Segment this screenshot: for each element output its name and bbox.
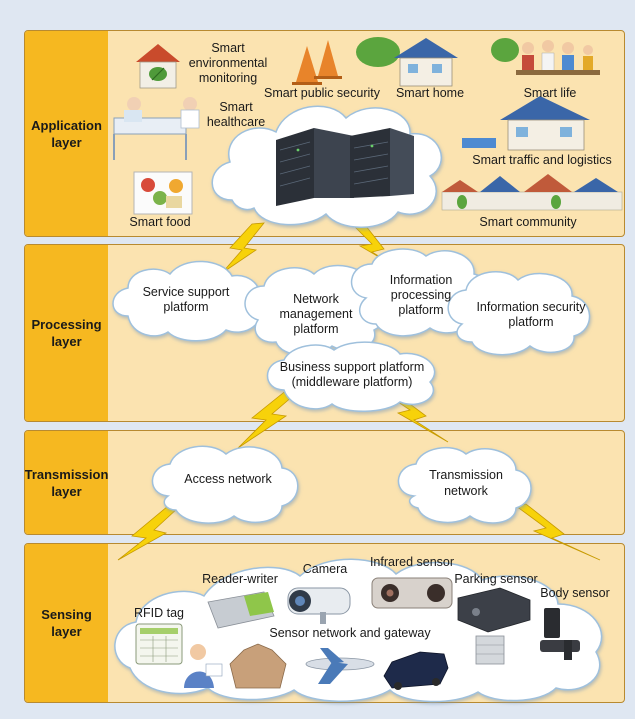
smart-env-label-3: monitoring: [199, 71, 257, 85]
smart-home-icon: [356, 37, 458, 87]
service-support-label-1: Service support: [143, 285, 230, 299]
sensor-network-gateway-label: Sensor network and gateway: [269, 626, 431, 640]
lightning-icon: [117, 505, 179, 561]
info-processing-label-1: Information: [390, 273, 453, 287]
info-processing-label-2: processing: [391, 288, 451, 302]
svg-text:Smart: Smart: [219, 100, 253, 114]
reader-writer-icon: [207, 591, 275, 629]
smart-community-houses-icon: [441, 174, 623, 211]
smart-healthcare-label-1: Smart: [219, 100, 253, 114]
lightning-icon: [515, 503, 601, 561]
smart-healthcare-label-2: healthcare: [207, 115, 265, 129]
person-reading-icon: [184, 644, 223, 688]
service-support-cloud: [112, 260, 261, 342]
smart-food-icon: [133, 171, 193, 215]
smart-public-security-label: Smart public security: [264, 86, 381, 100]
smart-environment-icon: [136, 44, 180, 89]
svg-text:Network: Network: [293, 292, 340, 306]
processing-layer-label: Processing layer: [31, 317, 102, 349]
sensing-layer-tab: Sensing layer: [25, 544, 108, 702]
application-layer-tab: Application layer: [25, 31, 108, 236]
hospital-bed-icon: [113, 97, 200, 160]
svg-text:environmental: environmental: [189, 56, 268, 70]
info-security-label-2: platform: [508, 315, 553, 329]
smart-community-label: Smart community: [479, 215, 577, 229]
network-mgmt-label-1: Network: [293, 292, 340, 306]
rfid-tag-label: RFID tag: [134, 606, 184, 620]
jacket-icon: [229, 643, 287, 689]
lightning-icon: [221, 222, 265, 274]
transmission-network-label-2: network: [444, 484, 489, 498]
svg-text:platform: platform: [293, 322, 338, 336]
car-icon: [383, 651, 449, 690]
access-network-label: Access network: [184, 472, 272, 486]
svg-text:Business support platform: Business support platform: [280, 360, 425, 374]
camera-icon: [287, 587, 351, 624]
infrared-sensor-icon: [371, 577, 453, 609]
body-sensor-icon: [540, 608, 580, 660]
smart-home-label: Smart home: [396, 86, 464, 100]
parking-sensor-icon: [457, 587, 531, 665]
svg-text:management: management: [280, 307, 353, 321]
traffic-cones-icon: [292, 40, 342, 85]
information-security-cloud: [447, 271, 591, 356]
lightning-bolts: [117, 220, 601, 561]
svg-text:Information security: Information security: [476, 300, 586, 314]
smart-env-label-2: environmental: [189, 56, 268, 70]
svg-text:Information: Information: [390, 273, 453, 287]
smart-traffic-house-icon: [462, 96, 590, 151]
parking-sensor-label: Parking sensor: [454, 572, 537, 586]
info-processing-label-3: platform: [398, 303, 443, 317]
camera-label: Camera: [303, 562, 348, 576]
svg-text:platform: platform: [398, 303, 443, 317]
svg-text:Smart: Smart: [211, 41, 245, 55]
svg-text:healthcare: healthcare: [207, 115, 265, 129]
network-mgmt-label-3: platform: [293, 322, 338, 336]
business-support-label-2: (middleware platform): [292, 375, 413, 389]
svg-text:Transmission: Transmission: [429, 468, 503, 482]
info-security-label-1: Information security: [476, 300, 586, 314]
server-rack-icon: [276, 128, 414, 206]
airplane-icon: [305, 648, 375, 684]
transmission-network-label-1: Transmission: [429, 468, 503, 482]
service-support-label-2: platform: [163, 300, 208, 314]
lightning-icon: [237, 388, 301, 449]
network-mgmt-label-2: management: [280, 307, 353, 321]
svg-text:platform: platform: [163, 300, 208, 314]
reader-writer-label: Reader-writer: [202, 572, 278, 586]
svg-text:monitoring: monitoring: [199, 71, 257, 85]
smart-env-label-1: Smart: [211, 41, 245, 55]
smart-food-label: Smart food: [129, 215, 190, 229]
svg-text:platform: platform: [508, 315, 553, 329]
rfid-tag-icon: [135, 623, 183, 665]
business-support-cloud: [266, 341, 436, 412]
smart-traffic-label: Smart traffic and logistics: [472, 153, 611, 167]
body-sensor-label: Body sensor: [540, 586, 609, 600]
sensing-layer-label: Sensing layer: [41, 607, 92, 639]
smart-life-label: Smart life: [524, 86, 577, 100]
smart-life-people-icon: [491, 38, 600, 75]
transmission-network-cloud: [397, 446, 532, 524]
application-layer-label: Application layer: [31, 117, 102, 150]
svg-text:network: network: [444, 484, 489, 498]
business-support-label-1: Business support platform: [280, 360, 425, 374]
infrared-sensor-label: Infrared sensor: [370, 555, 454, 569]
access-network-cloud: [151, 445, 299, 524]
processing-layer-tab: Processing layer: [25, 245, 108, 421]
svg-text:processing: processing: [391, 288, 451, 302]
transmission-layer-tab: Transmission layer: [25, 431, 108, 534]
svg-text:(middleware platform): (middleware platform): [292, 375, 413, 389]
svg-text:Service support: Service support: [143, 285, 230, 299]
transmission-layer-label: Transmission layer: [24, 466, 109, 499]
